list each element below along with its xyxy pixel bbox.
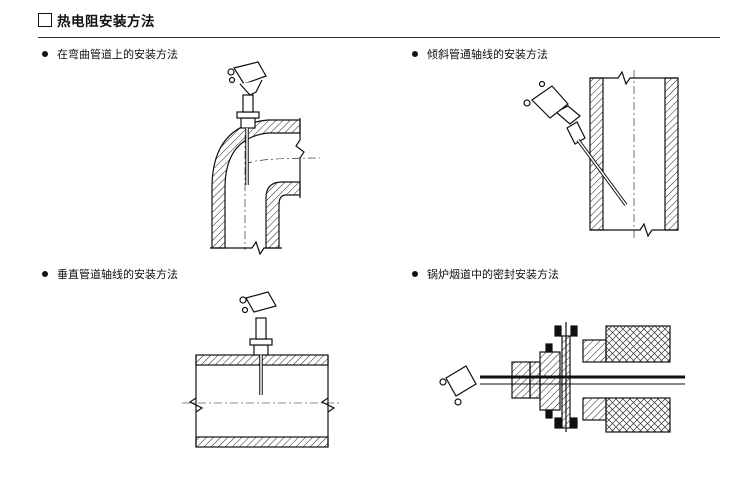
bullet-icon (412, 271, 418, 277)
page-title: 热电阻安装方法 (57, 14, 155, 30)
caption-vertical-pipe: 垂直管道轴线的安装方法 (42, 266, 178, 282)
sensor-probe (439, 365, 477, 406)
caption-curved-pipe: 在弯曲管道上的安装方法 (42, 46, 178, 62)
diagram-inclined-pipe (523, 70, 679, 240)
bullet-icon (412, 51, 418, 57)
caption-text: 倾斜管通轴线的安装方法 (427, 48, 548, 61)
caption-boiler-flue: 锅炉烟道中的密封安装方法 (412, 266, 559, 282)
bullet-icon (42, 51, 48, 57)
caption-text: 垂直管道轴线的安装方法 (57, 268, 178, 281)
diagram-vertical-pipe (182, 291, 342, 448)
sensor-probe (239, 291, 277, 395)
sensor-probe (523, 80, 628, 207)
section-header: 热电阻安装方法 (38, 10, 155, 30)
caption-text: 在弯曲管道上的安装方法 (57, 48, 178, 61)
caption-text: 锅炉烟道中的密封安装方法 (427, 268, 559, 281)
caption-inclined-pipe: 倾斜管通轴线的安装方法 (412, 46, 548, 62)
diagram-boiler-flue (439, 322, 685, 433)
checkbox-square-icon (38, 13, 52, 27)
bullet-icon (42, 271, 48, 277)
sensor-probe (227, 61, 267, 185)
header-divider (38, 37, 720, 38)
diagram-curved-pipe (210, 61, 321, 256)
